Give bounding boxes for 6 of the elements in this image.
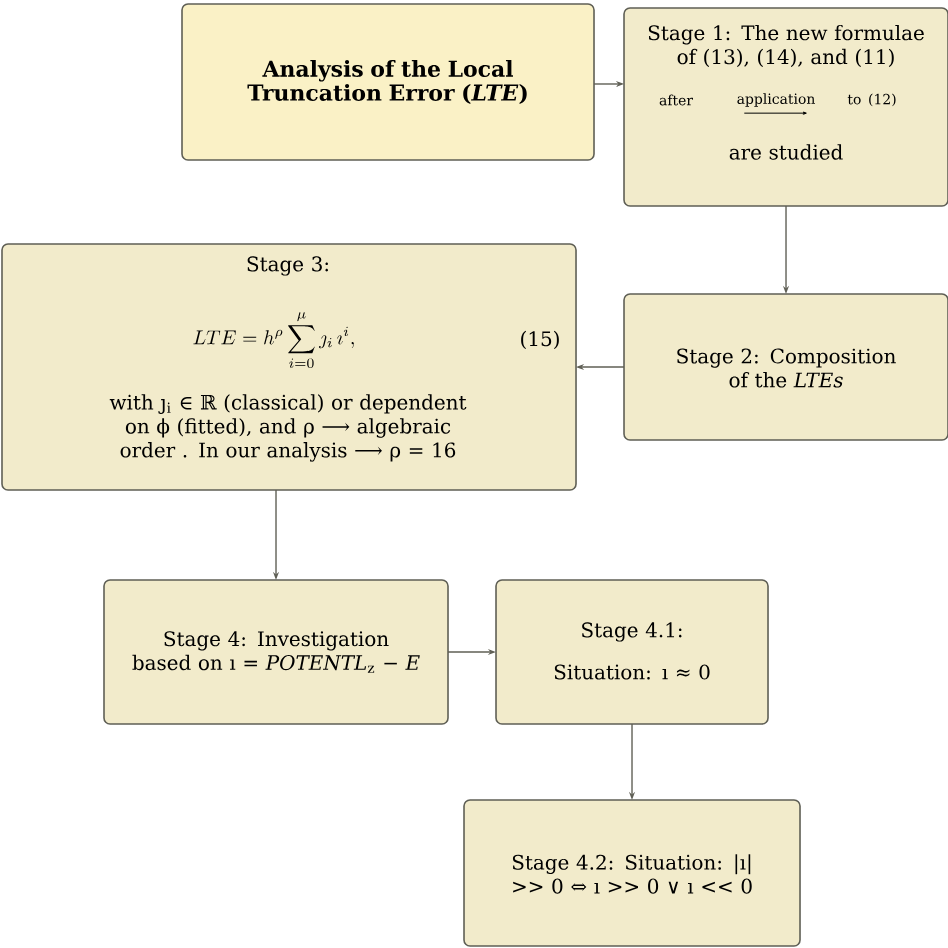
process-box: Stage 3: $LTE = h^{\rho} \sum_{i=0}^{\mu} \jmath_i \, \imath^i,$ (15) with ȷ$_{i}$ ∈ ℝ (classical) or dependent on ϕ (fitted), and ρ ⟶ algebraic order . In our analysis ⟶ ρ = 16 bbox=[1, 243, 577, 491]
process-box: Stage 4.2: Situation: |ı| >> 0 ⇔ ı >> 0 ∨ ı << 0 bbox=[463, 799, 801, 947]
process-box: Analysis of the Local Truncation Error (LTE) bbox=[181, 3, 595, 161]
process-box: Stage 2: Composition of the LTEs bbox=[623, 293, 948, 441]
process-box: Stage 4.1: Situation: ı ≈ 0 bbox=[495, 579, 769, 725]
process-box: Stage 4: Investigation based on ı = POTENTL$_{z}$ − E bbox=[103, 579, 449, 725]
